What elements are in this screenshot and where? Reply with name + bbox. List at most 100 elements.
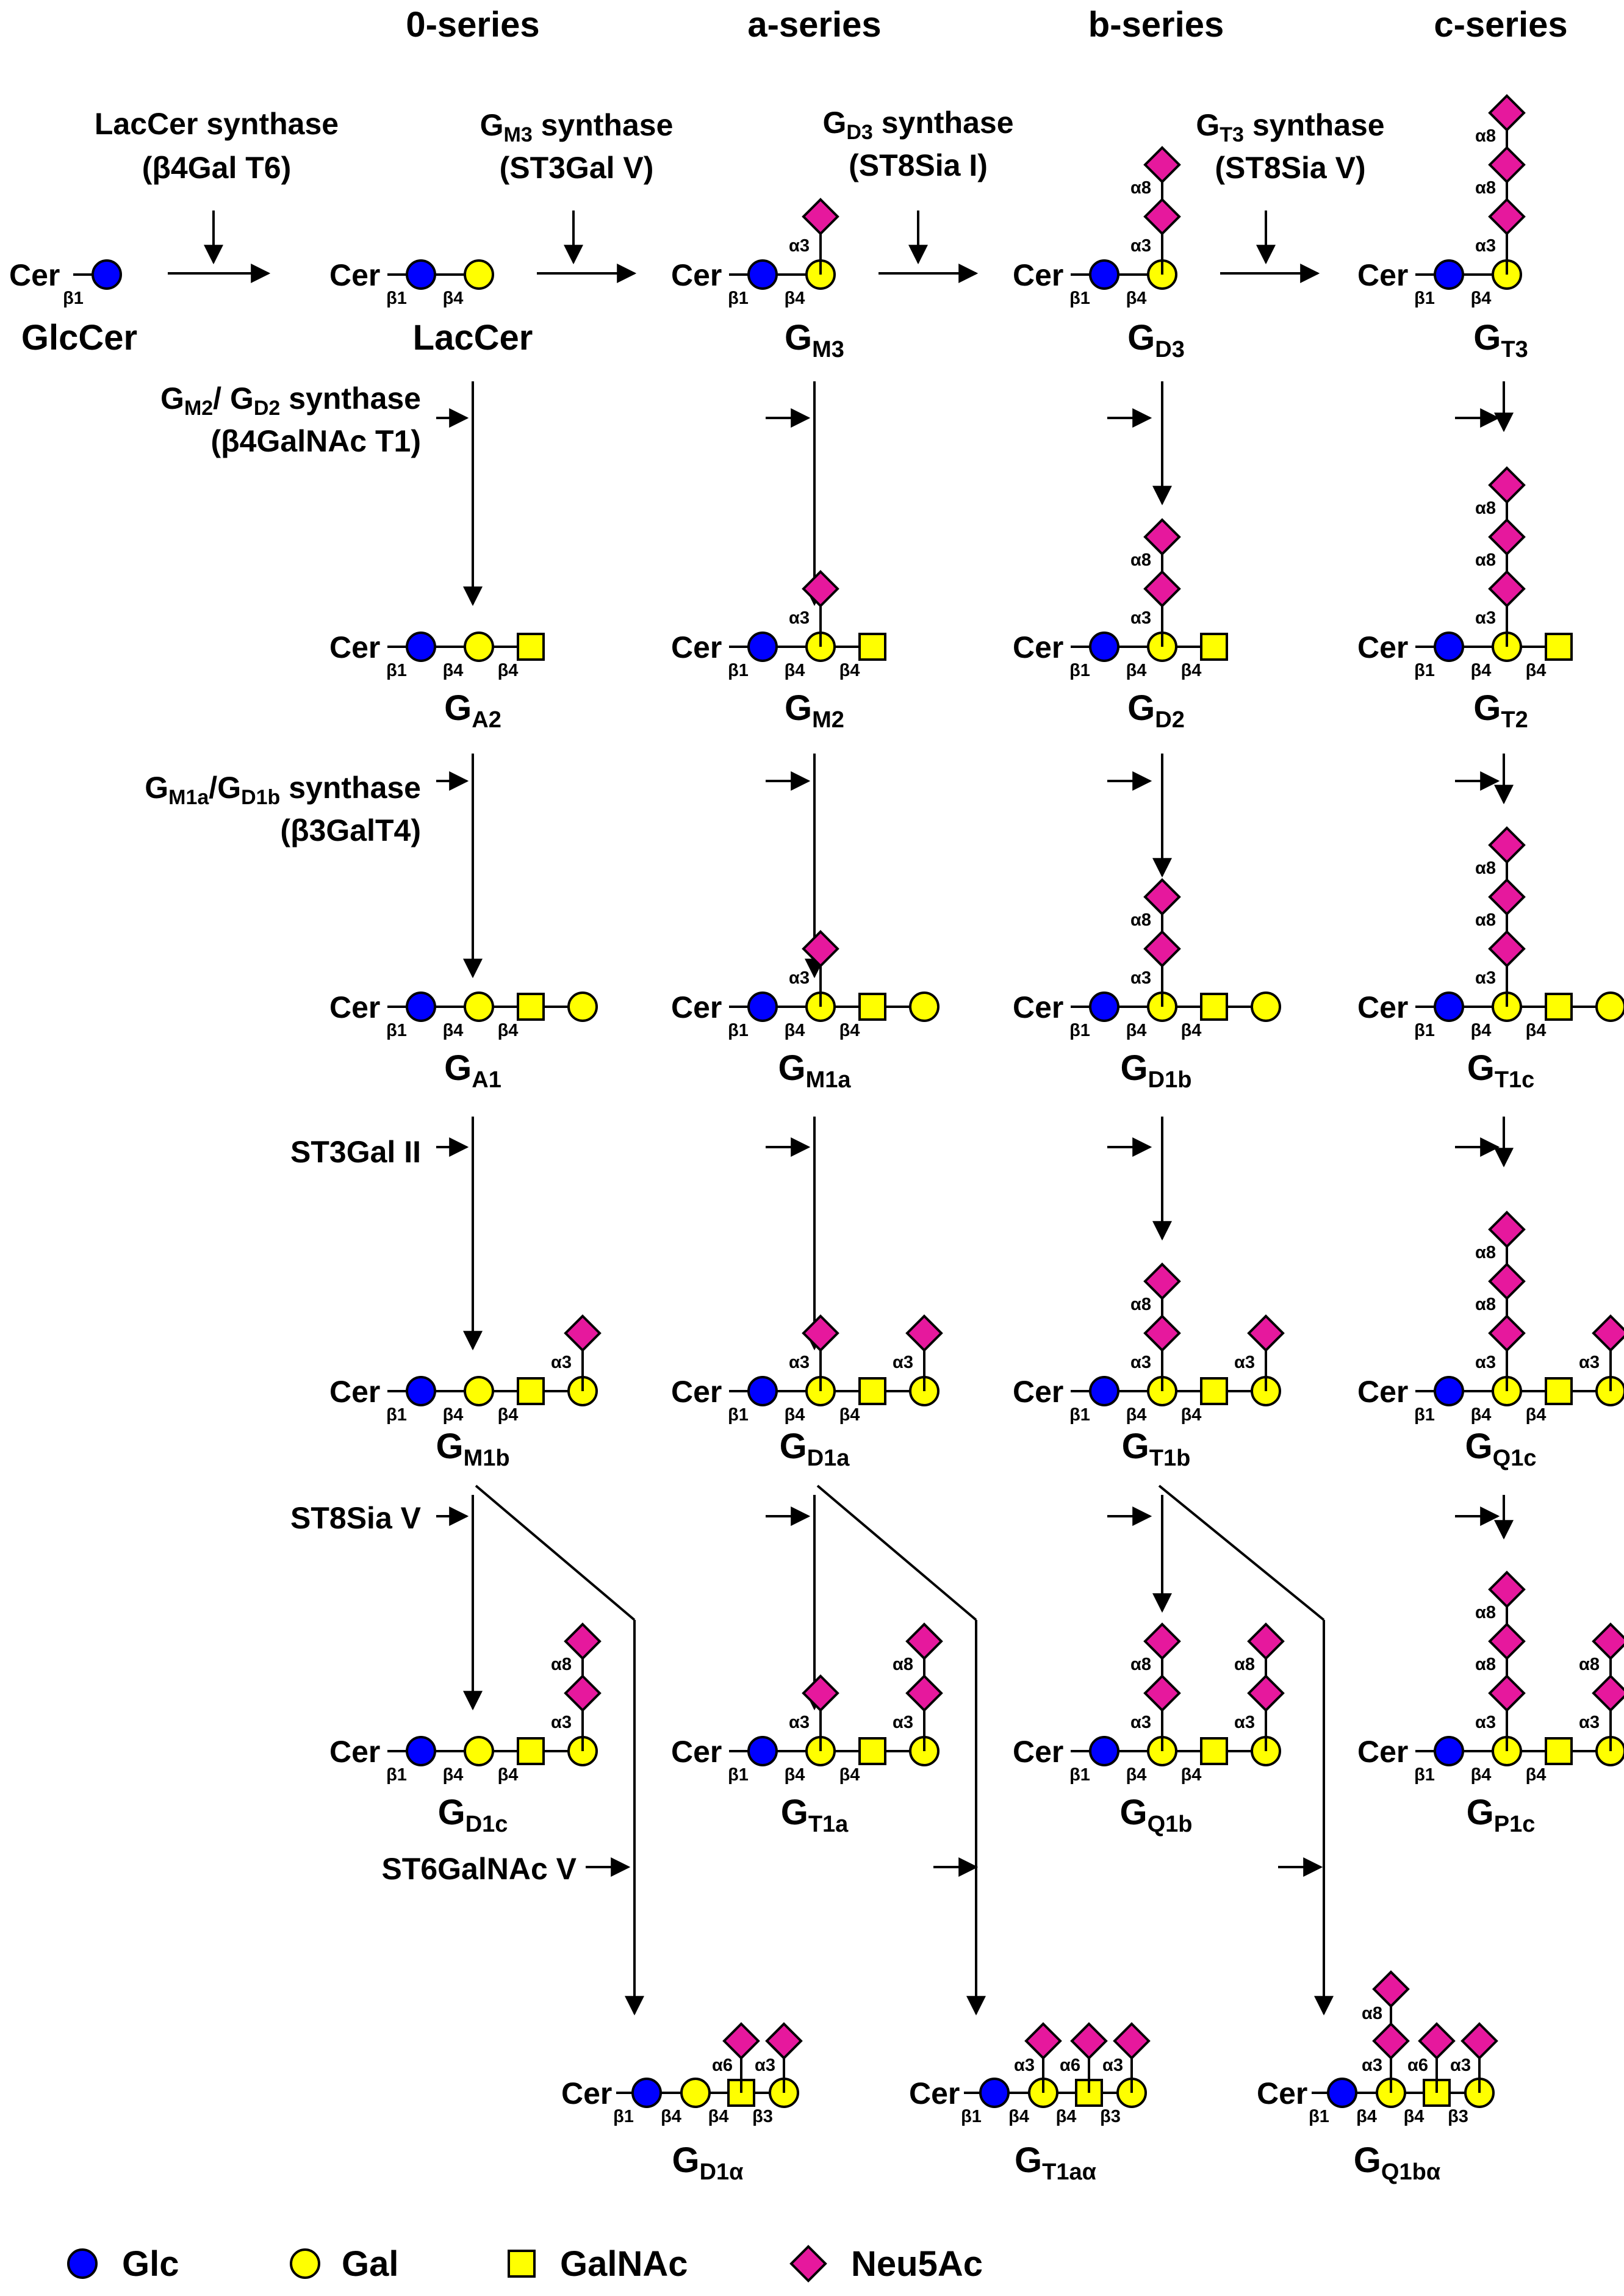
glc-icon [406,1376,436,1406]
neu5ac-icon [1592,1314,1624,1352]
linkage-label: β4 [1056,2107,1077,2126]
linkage-label: α8 [1475,550,1496,570]
ceramide-label: Cer [1357,630,1408,664]
linkage-label: α3 [1475,1353,1496,1372]
linkage-label: β4 [443,1021,464,1040]
linkage-label: β4 [1356,2107,1377,2126]
glc-icon [1434,1736,1464,1766]
glc-icon [1089,991,1119,1022]
gal-icon [909,991,940,1022]
ceramide-label: Cer [561,2076,612,2111]
neu5ac-icon [802,198,839,236]
ceramide-label: Cer [671,1735,722,1769]
gal-icon [1595,991,1624,1022]
linkage-label: α3 [893,1353,913,1372]
galnac-icon [1545,1737,1573,1765]
label-gt3: GT3 [1473,318,1528,362]
linkage-label: β4 [839,1021,860,1040]
glc-icon [1434,259,1464,290]
linkage-label: β4 [498,1021,519,1040]
glycan-ga2: Cer β1 β4 β4 [329,630,545,680]
header-b-series: b-series [1088,5,1224,45]
linkage-label: β4 [498,1405,519,1425]
linkage-label: α8 [1475,1603,1496,1622]
neu5ac-icon [722,2022,760,2060]
linkage-label: β1 [613,2107,634,2126]
linkage-label: α3 [1362,2056,1382,2075]
glc-icon [1434,991,1464,1022]
linkage-label: α8 [1130,1655,1151,1674]
neu5ac-icon [1488,1211,1526,1248]
glc-icon [1089,1376,1119,1406]
neu5ac-icon [1488,1674,1526,1712]
linkage-label: β1 [1414,1021,1435,1040]
linkage-label: β1 [728,661,749,680]
linkage-label: β1 [1069,289,1090,308]
ceramide-label: Cer [329,630,380,664]
enzyme-laccer-synthase: LacCer synthase (β4Gal T6) [95,107,339,185]
linkage-label: α8 [1475,1243,1496,1262]
neu5ac-icon [1488,198,1526,236]
neu5ac-icon [1488,518,1526,556]
linkage-label: α6 [1407,2056,1428,2075]
linkage-label: β4 [443,1405,464,1425]
linkage-label: β1 [1069,1405,1090,1425]
legend-galnac-label: GalNAc [560,2244,688,2284]
neu5ac-icon [1143,1674,1181,1712]
linkage-label: β4 [1008,2107,1029,2126]
linkage-label: β4 [839,661,860,680]
svg-text:(β4GalNAc T1): (β4GalNAc T1) [211,424,421,458]
svg-text:(β4Gal T6): (β4Gal T6) [142,151,291,185]
linkage-label: α3 [893,1713,913,1732]
label-gd1b: GD1b [1121,1048,1192,1093]
linkage-label: β4 [1404,2107,1425,2126]
linkage-label: α8 [1130,910,1151,930]
neu5ac-icon [1247,1674,1285,1712]
neu5ac-icon [1488,1314,1526,1352]
label-gm3: GM3 [785,318,844,362]
label-gm1a: GM1a [778,1048,851,1093]
legend-glc-label: Glc [122,2244,179,2284]
linkage-label: β4 [785,289,805,308]
neu5ac-icon [564,1674,602,1712]
glc-icon [979,2078,1010,2108]
linkage-label: β4 [443,661,464,680]
linkage-label: β4 [1126,289,1147,308]
linkage-label: β1 [386,661,407,680]
linkage-label: β3 [1100,2107,1121,2126]
ceramide-label: Cer [329,258,380,292]
neu5ac-icon [789,2245,827,2283]
glc-icon [1089,632,1119,662]
ceramide-label: Cer [1357,1735,1408,1769]
ceramide-label: Cer [329,990,380,1024]
linkage-label: β4 [498,1765,519,1785]
neu5ac-icon [1247,1314,1285,1352]
label-gd1alpha: GD1α [672,2140,743,2185]
linkage-label: β4 [1181,1405,1202,1425]
glc-icon [406,1736,436,1766]
linkage-label: β1 [386,1765,407,1785]
linkage-label: β4 [443,1765,464,1785]
label-gq1c: GQ1c [1465,1427,1537,1471]
glc-icon [1327,2078,1357,2108]
linkage-label: α8 [1475,910,1496,930]
glc-icon [1089,259,1119,290]
linkage-label: β4 [1471,1765,1492,1785]
label-gd1c: GD1c [438,1793,508,1837]
glc-icon [747,259,778,290]
galnac-icon [1545,633,1573,661]
neu5ac-icon [802,1314,839,1352]
legend-gal-label: Gal [342,2244,399,2284]
linkage-label: β4 [498,661,519,680]
neu5ac-icon [905,1674,943,1712]
linkage-label: β4 [661,2107,681,2126]
enzyme-st3galii: ST3Gal II [290,1135,421,1169]
